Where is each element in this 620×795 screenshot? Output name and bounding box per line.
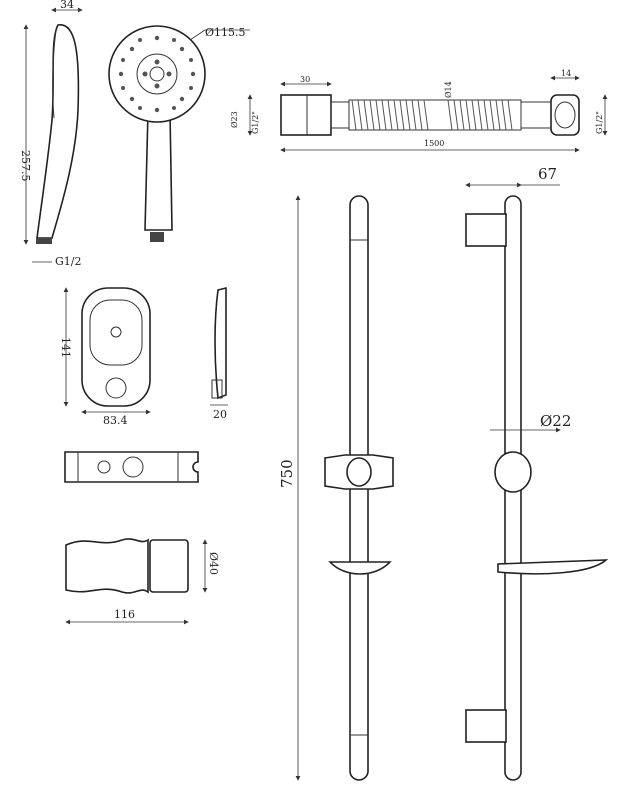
soap-holder-height-label: 141 — [59, 337, 72, 358]
slider-diameter-label: Ø40 — [207, 552, 220, 575]
slider-side-view: Ø40 116 — [65, 538, 220, 625]
hose-end-length-label: 14 — [561, 69, 571, 78]
rail-side-view: 67 Ø22 — [465, 165, 609, 781]
rail-length-label: 750 — [278, 459, 296, 488]
hose-length-label: 1500 — [424, 139, 444, 148]
slider-top-view — [64, 451, 199, 483]
hose-left-thread-label: G1/2" — [251, 111, 260, 134]
handshower-width-label: 34 — [60, 0, 74, 11]
soap-holder-drawing: 141 83.4 20 — [59, 286, 228, 427]
rail-front-view: 750 — [278, 195, 394, 781]
hose-diameter-label: Ø14 — [444, 81, 453, 98]
handshower-thread-label: G1/2 — [55, 255, 82, 268]
handshower-diameter-label: Ø115.5 — [205, 26, 246, 39]
soap-holder-width-label: 83.4 — [103, 414, 128, 427]
rail-projection-label: 67 — [538, 165, 557, 183]
soap-holder-depth-label: 20 — [213, 408, 227, 421]
handshower-front-view: Ø115.5 — [108, 25, 250, 242]
hose-nut-diameter-label: Ø23 — [230, 111, 239, 128]
hose-drawing: 30 Ø14 1500 14 G1/2" Ø23 G1/2" — [230, 69, 608, 153]
hose-nut-length-label: 30 — [300, 75, 310, 84]
hose-right-thread-label: G1/2" — [595, 111, 604, 134]
rail-diameter-label: Ø22 — [540, 412, 571, 430]
handshower-length-label: 257.5 — [19, 150, 32, 182]
slider-length-label: 116 — [114, 608, 135, 621]
handshower-side-view: 34 257.5 G1/2 — [19, 0, 83, 268]
